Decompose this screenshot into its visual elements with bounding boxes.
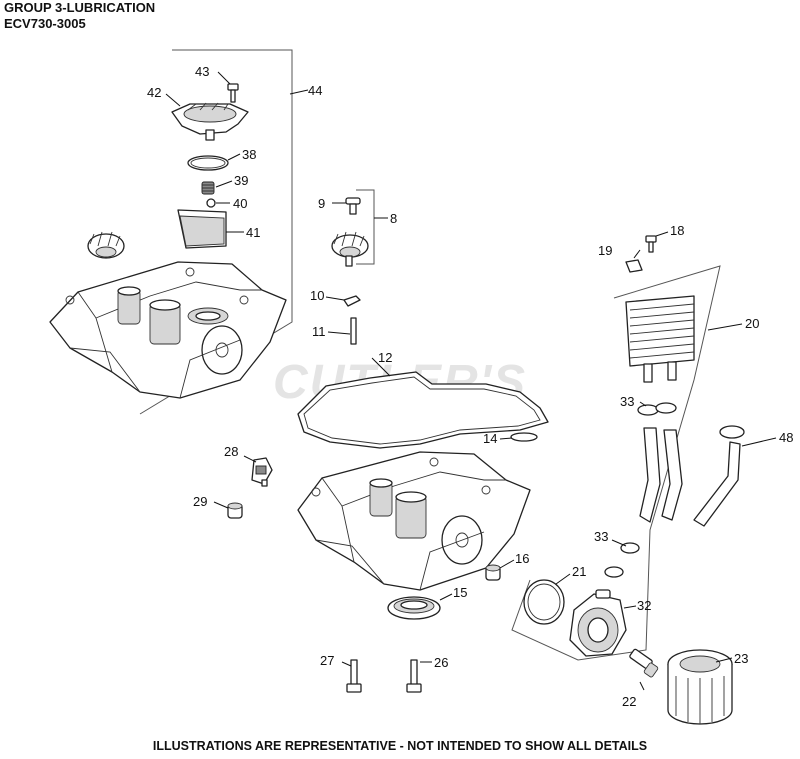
part-48-hose — [693, 425, 745, 527]
callout-21: 21 — [572, 564, 586, 579]
part-28-sensor — [251, 457, 273, 487]
part-14-o-ring — [510, 432, 538, 442]
callout-27: 27 — [320, 653, 334, 668]
callout-43: 43 — [195, 64, 209, 79]
part-21-o-ring — [523, 579, 565, 625]
callout-29: 29 — [193, 494, 207, 509]
part-42-oil-pump — [171, 102, 249, 141]
part-38-o-ring — [187, 155, 229, 171]
model-number: ECV730-3005 — [4, 16, 86, 31]
callout-18: 18 — [670, 223, 684, 238]
callout-42: 42 — [147, 85, 161, 100]
callout-41: 41 — [246, 225, 260, 240]
part-39-spring — [201, 181, 215, 195]
oil-pan-lower — [297, 451, 531, 591]
part-16-plug — [485, 564, 501, 581]
part-9-pin — [345, 197, 361, 215]
callout-8: 8 — [390, 211, 397, 226]
callout-12: 12 — [378, 350, 392, 365]
part-20-oil-cooler — [625, 295, 695, 383]
callout-38: 38 — [242, 147, 256, 162]
callout-33-lower: 33 — [594, 529, 608, 544]
callout-19: 19 — [598, 243, 612, 258]
part-32-adapter — [569, 589, 627, 657]
part-33-clamps-lower — [604, 542, 640, 578]
callout-39: 39 — [234, 173, 248, 188]
cooler-hoses — [639, 427, 683, 523]
callout-9: 9 — [318, 196, 325, 211]
pump-gear-left — [87, 231, 125, 259]
callout-48: 48 — [779, 430, 793, 445]
part-26-bolt — [406, 659, 422, 693]
callout-15: 15 — [453, 585, 467, 600]
part-11-pin — [350, 317, 357, 345]
part-33-clamps-upper — [637, 402, 677, 416]
group-8-bracket — [356, 189, 375, 265]
callout-44: 44 — [308, 83, 322, 98]
part-41-screen — [177, 209, 227, 249]
callout-33-upper: 33 — [620, 394, 634, 409]
part-43-screw — [227, 83, 239, 103]
callout-20: 20 — [745, 316, 759, 331]
part-12-gasket — [297, 371, 549, 449]
leader-lines — [165, 71, 777, 691]
group-20-frame — [511, 265, 721, 661]
callout-14: 14 — [483, 431, 497, 446]
callout-16: 16 — [515, 551, 529, 566]
callout-40: 40 — [233, 196, 247, 211]
part-10-clip — [343, 295, 361, 307]
callout-labels: 43 42 44 38 39 40 41 9 8 10 11 12 14 18 … — [147, 64, 793, 709]
part-19-clip — [625, 259, 643, 273]
part-40-ball — [206, 198, 216, 208]
part-23-oil-filter — [667, 649, 733, 725]
part-27-bolt — [346, 659, 362, 693]
part-18-screw — [645, 235, 657, 253]
callout-10: 10 — [310, 288, 324, 303]
part-8-gear — [331, 231, 369, 267]
callout-11: 11 — [312, 324, 326, 339]
callout-26: 26 — [434, 655, 448, 670]
callout-28: 28 — [224, 444, 238, 459]
part-22-nipple — [629, 648, 659, 678]
oil-pan-upper — [49, 261, 287, 399]
callout-22: 22 — [622, 694, 636, 709]
part-29-plug — [227, 502, 243, 519]
footer-disclaimer: ILLUSTRATIONS ARE REPRESENTATIVE - NOT I… — [152, 739, 648, 753]
callout-23: 23 — [734, 651, 748, 666]
diagram-header: GROUP 3-LUBRICATION ECV730-3005 — [4, 0, 155, 32]
group-title: GROUP 3-LUBRICATION — [4, 0, 156, 15]
part-15-seal — [387, 596, 441, 620]
callout-32: 32 — [637, 598, 651, 613]
